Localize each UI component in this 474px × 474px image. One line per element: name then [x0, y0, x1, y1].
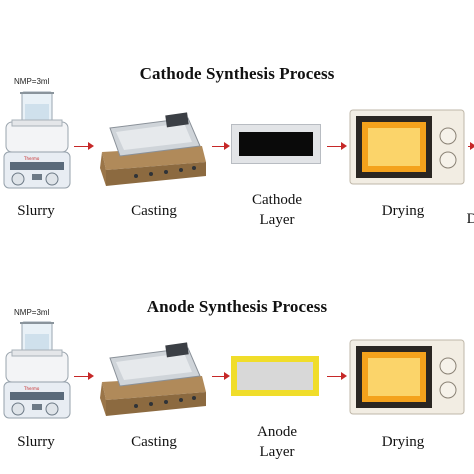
anode-arrow-3 [327, 372, 347, 380]
anode-drying-oven-icon [349, 339, 465, 415]
anode-step-layer: Anode Layer [257, 424, 297, 460]
anode-step-drying: Drying [381, 434, 425, 450]
cathode-arrow-4 [468, 142, 474, 150]
anode-nmp-label: NMP=3ml [14, 308, 50, 317]
cathode-layer-sample [231, 124, 321, 164]
svg-text:Thermo: Thermo [23, 386, 40, 391]
cathode-arrow-1 [74, 142, 94, 150]
cathode-step-casting: Casting [131, 203, 177, 219]
anode-arrow-1 [74, 372, 94, 380]
cathode-step-layer: Cathode Layer [252, 192, 302, 228]
cathode-drying-oven-icon [349, 109, 465, 185]
cathode-step-drying: Drying [381, 203, 425, 219]
cathode-nmp-label: NMP=3ml [14, 77, 50, 86]
cathode-arrow-3 [327, 142, 347, 150]
anode-title: Anode Synthesis Process [146, 297, 328, 316]
anode-step-casting: Casting [131, 434, 177, 450]
cathode-step-next-partial: D [466, 211, 474, 227]
cathode-title: Cathode Synthesis Process [139, 64, 335, 83]
anode-casting-machine-icon [100, 342, 206, 416]
cathode-arrow-2 [212, 142, 230, 150]
cathode-hotplate-stirrer-icon: Thermo [3, 91, 71, 189]
svg-text:Thermo: Thermo [23, 156, 40, 161]
anode-layer-sample [231, 356, 319, 396]
cathode-step-slurry: Slurry [17, 203, 55, 219]
anode-hotplate-stirrer-icon: Thermo [3, 321, 71, 419]
anode-step-slurry: Slurry [17, 434, 55, 450]
cathode-casting-machine-icon [100, 112, 206, 186]
anode-arrow-2 [212, 372, 230, 380]
